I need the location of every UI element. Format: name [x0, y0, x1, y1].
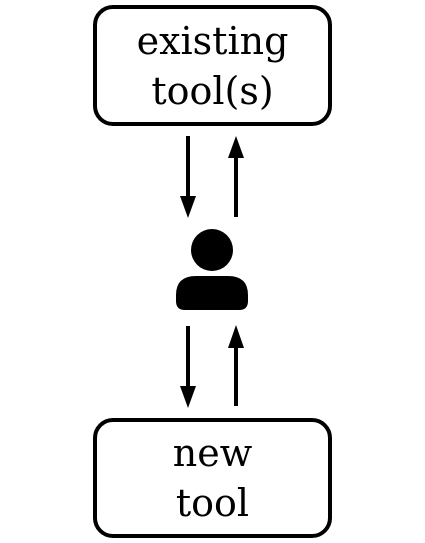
arrow-new-to-user	[228, 325, 244, 406]
new-tool-box: new tool	[93, 418, 332, 538]
arrow-user-to-existing	[228, 136, 244, 217]
existing-tools-label-line-2: tool(s)	[151, 68, 274, 113]
person-icon	[176, 229, 248, 310]
arrow-existing-to-user	[180, 136, 196, 218]
existing-tools-label-line-1: existing	[136, 18, 289, 63]
new-tool-label-line-1: new	[172, 431, 253, 475]
new-tool-label-line-2: tool	[175, 481, 250, 525]
existing-tools-box: existing tool(s)	[93, 5, 332, 126]
arrow-user-to-new	[180, 326, 196, 408]
